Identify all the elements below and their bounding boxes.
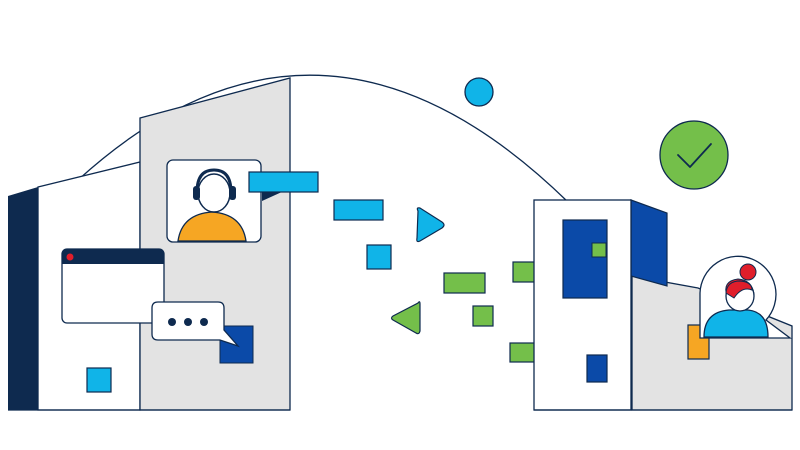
typing-dot-1	[168, 318, 176, 326]
right-window-small	[586, 354, 608, 383]
cyan-square-left	[86, 367, 112, 393]
headset-icon	[195, 168, 233, 193]
typing-dot-2	[184, 318, 192, 326]
cyan-block-1-shadow	[262, 191, 284, 201]
customer-bubble	[687, 255, 792, 360]
green-block-3	[472, 305, 494, 327]
cyan-block-3	[366, 244, 392, 270]
window-close-dot-icon	[66, 253, 74, 261]
reverse-triangle-icon	[390, 301, 421, 335]
right-window-large	[562, 219, 608, 299]
customer-body	[703, 309, 769, 338]
chat-bubble-shape	[151, 301, 241, 348]
headset-right-cup	[229, 186, 236, 200]
approval-circle	[659, 120, 729, 190]
right-building-annex	[631, 275, 793, 411]
play-triangle-icon	[416, 207, 445, 243]
check-mark-icon	[677, 143, 712, 168]
typing-dot-3	[200, 318, 208, 326]
green-block-1	[443, 272, 486, 294]
left-building-side-wall	[8, 187, 38, 410]
cyan-block-2	[333, 199, 384, 221]
app-window	[61, 248, 165, 324]
right-building	[533, 199, 793, 411]
right-building-side-wall	[630, 199, 668, 287]
left-building-tower	[139, 77, 291, 411]
arc-node-dot	[464, 77, 494, 107]
agent-video-window	[166, 159, 262, 243]
green-window-square	[591, 242, 607, 258]
agent-head	[197, 173, 231, 213]
approval-badge	[659, 120, 729, 190]
headset-left-cup	[193, 186, 200, 200]
customer-hair-front	[725, 280, 753, 299]
customer-hair-bun	[739, 263, 757, 281]
data-flow	[248, 171, 575, 369]
app-window-titlebar	[62, 249, 164, 264]
chat-bubble	[151, 301, 254, 364]
cyan-block-1	[248, 171, 319, 193]
